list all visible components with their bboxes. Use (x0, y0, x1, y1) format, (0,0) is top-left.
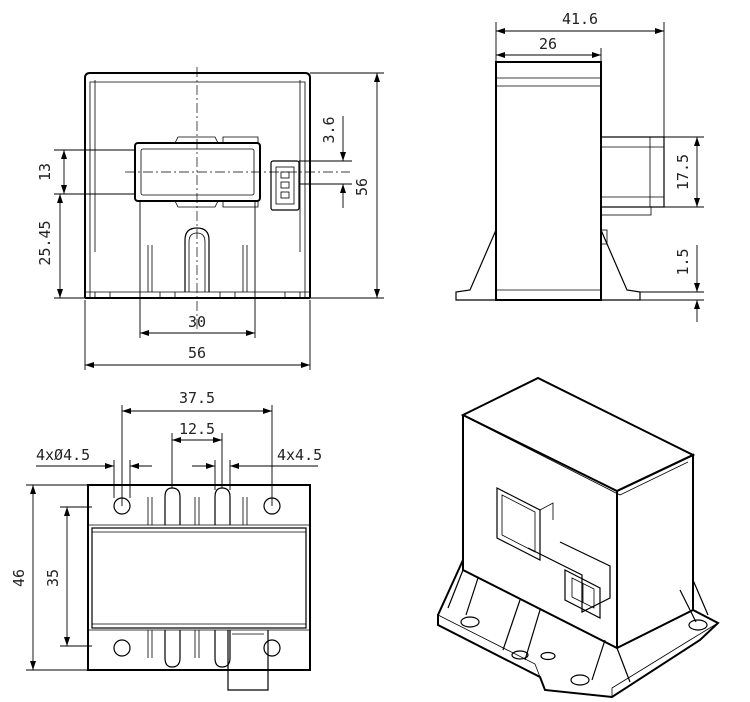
dim-hole-spacing-inner: 12.5 (179, 420, 215, 438)
dim-length-total: 46 (10, 569, 28, 587)
isometric-view (437, 376, 720, 699)
dim-connector-height: 17.5 (674, 154, 692, 190)
dim-window-height: 13 (36, 163, 54, 181)
dim-window-width: 30 (188, 313, 206, 331)
dim-hole-spacing-outer: 37.5 (179, 389, 215, 407)
dim-length-inner: 35 (44, 569, 62, 587)
dim-depth-body: 26 (539, 35, 557, 53)
dim-base-thickness: 1.5 (674, 248, 692, 275)
dim-height-to-center: 25.45 (36, 220, 54, 265)
dim-slot-spec: 4x4.5 (277, 446, 322, 464)
front-view: 13 25.45 30 56 56 3.6 (36, 67, 384, 370)
bottom-view: 37.5 12.5 4xØ4.5 4x4.5 46 35 (10, 389, 322, 691)
dim-hole-spec: 4xØ4.5 (36, 446, 90, 464)
dim-width-total: 56 (188, 344, 206, 362)
dim-depth-total: 41.6 (562, 10, 598, 28)
dim-height-total: 56 (353, 178, 371, 196)
side-view: 41.6 26 17.5 1.5 (455, 10, 704, 322)
dim-connector-offset: 3.6 (320, 116, 338, 143)
